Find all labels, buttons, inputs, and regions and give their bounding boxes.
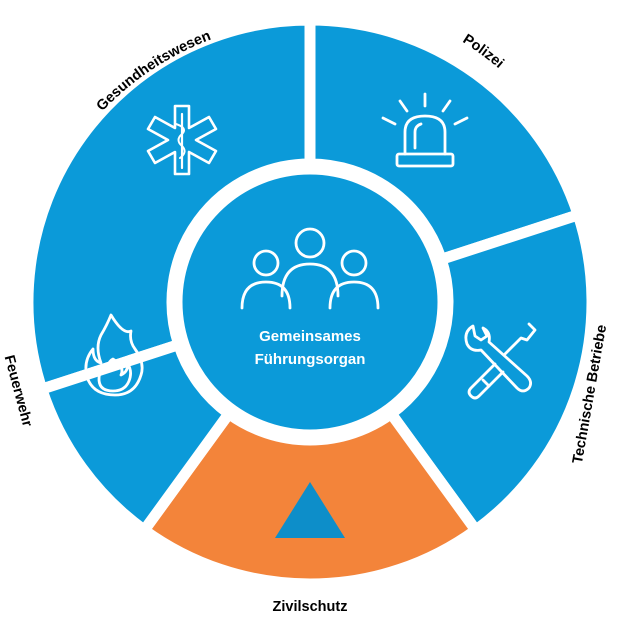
center-title-line2: Führungsorgan (255, 351, 366, 368)
tools-icon (464, 322, 537, 400)
people-group-icon (240, 227, 380, 310)
star-of-life-icon (146, 104, 218, 176)
triangle-icon (275, 482, 345, 538)
police-siren-icon (381, 92, 469, 168)
center-title-line1: Gemeinsames (259, 328, 361, 345)
flame-icon (84, 313, 144, 397)
center-circle (171, 163, 449, 441)
segment-label-zivilschutz: Zivilschutz (273, 599, 348, 615)
